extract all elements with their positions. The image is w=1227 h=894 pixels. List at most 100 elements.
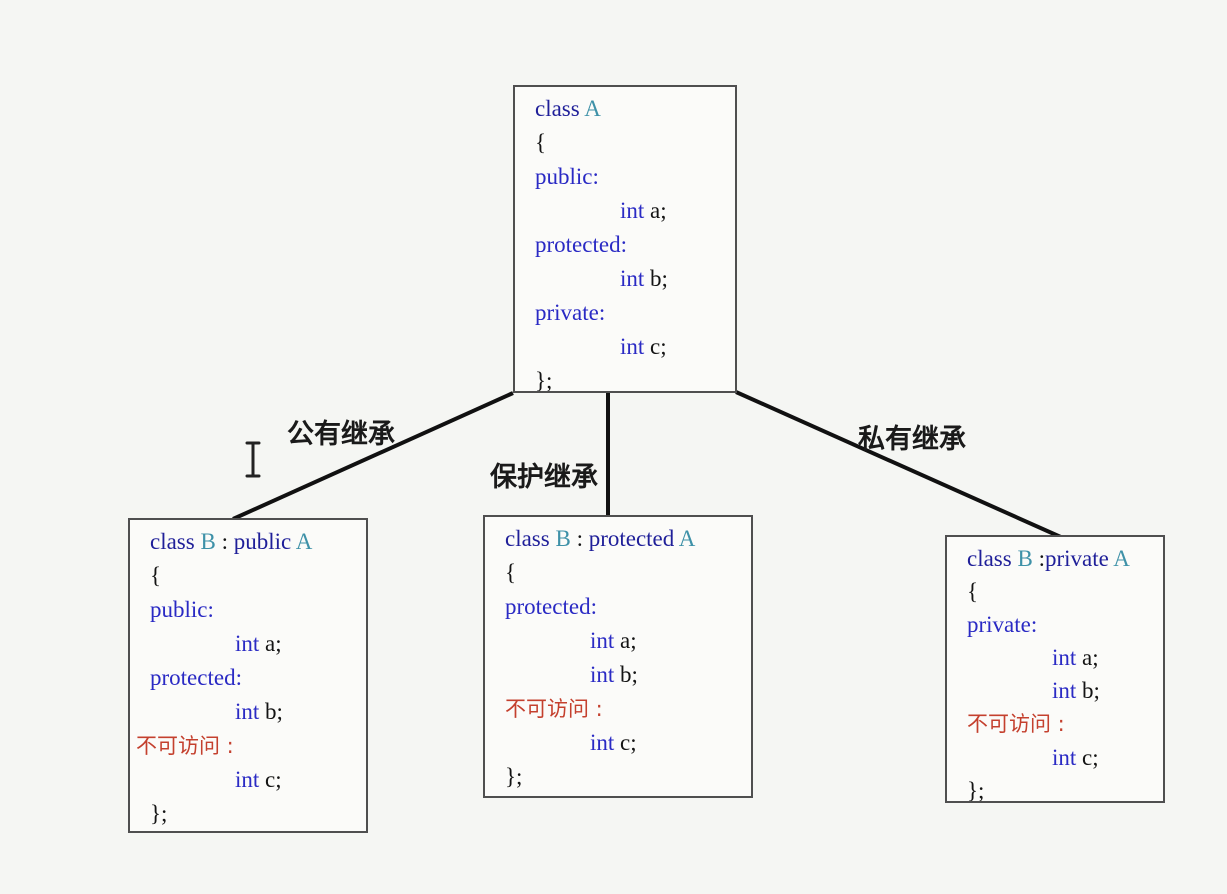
code-line: 不可访问 :	[505, 692, 745, 726]
code-segment: };	[150, 801, 168, 826]
class-a-box: class A { public: int a; protected: int b; pri…	[513, 85, 737, 393]
code-segment: {	[535, 130, 547, 155]
code-line: private:	[535, 296, 729, 330]
code-line: {	[505, 556, 745, 590]
code-line: int c;	[967, 741, 1157, 774]
code-segment: b;	[620, 662, 638, 687]
code-line: int b;	[150, 695, 360, 729]
code-line: int c;	[150, 763, 360, 797]
text-cursor-icon	[245, 441, 261, 478]
code-segment: A	[584, 96, 601, 121]
code-segment: c;	[1082, 745, 1099, 770]
code-line: private:	[967, 608, 1157, 641]
code-line: int a;	[505, 624, 745, 658]
label-protected-inheritance: 保护继承	[490, 462, 598, 493]
code-segment: b;	[650, 266, 668, 291]
code-segment: int	[620, 266, 651, 291]
label-public-inheritance: 公有继承	[287, 419, 395, 450]
code-segment: B	[1017, 546, 1039, 571]
code-segment: a;	[620, 628, 637, 653]
code-line: };	[150, 797, 360, 831]
code-segment: A	[1113, 546, 1130, 571]
code-segment: public:	[535, 164, 599, 189]
code-segment: B	[200, 529, 216, 554]
code-line: };	[535, 364, 729, 393]
label-private-inheritance: 私有继承	[858, 424, 966, 455]
code-segment: protected:	[535, 232, 627, 257]
code-segment: int	[1052, 745, 1083, 770]
code-segment: a;	[650, 198, 667, 223]
code-segment: private:	[967, 612, 1038, 637]
code-segment: };	[505, 764, 523, 789]
code-segment: protected:	[505, 594, 597, 619]
code-segment: private	[1044, 546, 1114, 571]
code-segment: c;	[650, 334, 667, 359]
code-segment: :	[570, 526, 589, 551]
code-segment: {	[505, 560, 517, 585]
code-line: int b;	[535, 262, 729, 296]
code-line: int b;	[505, 658, 745, 692]
code-segment: int	[590, 730, 621, 755]
code-line: public:	[535, 160, 729, 194]
code-segment: class	[150, 529, 201, 554]
code-segment: int	[235, 631, 266, 656]
code-line: class B : protected A	[505, 522, 745, 556]
code-segment: :	[1038, 546, 1045, 571]
code-segment: public:	[150, 597, 214, 622]
code-line: class B : public A	[150, 525, 360, 559]
code-segment: private:	[535, 300, 606, 325]
code-segment: protected:	[150, 665, 242, 690]
code-line: {	[967, 575, 1157, 608]
code-segment: {	[967, 579, 979, 604]
code-segment: int	[620, 334, 651, 359]
code-line: 不可访问 :	[967, 707, 1157, 741]
code-line: };	[505, 760, 745, 794]
code-segment: B	[555, 526, 571, 551]
code-line: int c;	[535, 330, 729, 364]
code-segment: A	[678, 526, 696, 551]
code-segment: c;	[620, 730, 637, 755]
code-line: protected:	[505, 590, 745, 624]
code-line: class B :private A	[967, 542, 1157, 575]
code-line: int c;	[505, 726, 745, 760]
code-segment: a;	[265, 631, 282, 656]
class-b-protected-box: class B : protected A{protected:int a;in…	[483, 515, 753, 798]
code-segment: c;	[265, 767, 282, 792]
code-line: public:	[150, 593, 360, 627]
code-segment: };	[967, 778, 985, 803]
code-segment: 不可访问 :	[505, 697, 603, 721]
code-segment: int	[590, 662, 621, 687]
code-segment: int	[235, 699, 266, 724]
code-segment: class	[967, 546, 1018, 571]
connector-private-inheritance	[735, 390, 1064, 540]
code-line: int a;	[535, 194, 729, 228]
code-segment: int	[1052, 678, 1083, 703]
code-line: {	[150, 559, 360, 593]
code-line: protected:	[535, 228, 729, 262]
code-segment: a;	[1082, 645, 1099, 670]
class-b-private-box: class B :private A{private:int a;int b;不…	[945, 535, 1165, 803]
code-segment: :	[215, 529, 234, 554]
code-segment: {	[150, 563, 162, 588]
code-segment: class	[535, 96, 585, 121]
code-segment: 不可访问 :	[136, 734, 234, 758]
code-segment: protected	[588, 526, 679, 551]
code-line: int a;	[967, 641, 1157, 674]
code-segment: 不可访问 :	[967, 712, 1065, 736]
class-b-public-box: class B : public A { public: int a; protecte…	[128, 518, 368, 833]
code-segment: class	[505, 526, 556, 551]
code-segment: public	[233, 529, 296, 554]
code-line: };	[967, 774, 1157, 803]
code-line: class A	[535, 92, 729, 126]
code-segment: b;	[265, 699, 283, 724]
code-segment: int	[620, 198, 651, 223]
code-segment: };	[535, 368, 553, 393]
code-segment: int	[1052, 645, 1083, 670]
code-segment: A	[295, 529, 313, 554]
code-segment: int	[235, 767, 266, 792]
code-line: int b;	[967, 674, 1157, 707]
code-segment: b;	[1082, 678, 1100, 703]
code-line: int a;	[150, 627, 360, 661]
code-line: {	[535, 126, 729, 160]
